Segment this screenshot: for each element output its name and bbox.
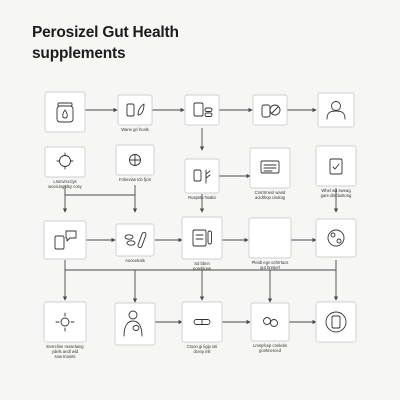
pill-bottle-capsules-icon [193,102,213,117]
cell-structure-icon [129,154,141,166]
bottle-and-leaf-icon [126,103,145,117]
node-box [315,218,357,258]
node-r2c2: Fohevias tcb fjcis [115,144,155,182]
bottle-with-leaf-icon [261,104,281,118]
jar-with-speech-bubble-icon [54,230,77,250]
node-label: Fohevias tcb fjcis [119,177,151,182]
person-with-stomach-icon [123,310,143,337]
protected-bottle-icon [325,311,347,333]
supplement-bottle-drop-icon [56,102,74,123]
node-label: Ruspsto hsalto [188,195,216,200]
digestive-cycle-icon [327,229,345,247]
gut-bacteria-icon [56,152,74,170]
node-r4c5 [315,301,357,343]
node-box [248,217,292,259]
node-box [181,216,223,260]
node-r1c1 [44,91,86,133]
node-r1c3 [184,94,220,126]
node-r1c2: Wane gri hcals [117,94,153,132]
capsules-and-tube-icon [124,231,147,249]
body-links-icon [263,317,278,327]
node-box [317,92,355,128]
node-box [44,91,86,133]
node-box [184,158,220,194]
connector-line [64,260,337,271]
node-r1c5 [317,92,355,128]
node-r1c4 [252,94,288,126]
node-box [114,302,156,346]
node-box [115,223,155,257]
sun-rays-icon [55,312,75,332]
clipboard-check-icon [329,158,343,175]
node-box [43,301,87,343]
node-box [315,145,357,187]
node-r3c2: Aoocetrals [115,223,155,263]
node-r3c5 [315,218,357,258]
connectors [62,107,339,325]
node-r2c3: Ruspsto hsalto [184,158,220,200]
page-title: Perosizel Gut Health supplements [32,22,179,64]
person-bust-icon [326,101,346,120]
node-r3c1 [43,220,87,260]
node-box [117,94,153,126]
pill-capsule-icon [193,319,211,325]
node-box [184,94,220,126]
node-box [43,220,87,260]
node-label: Aoocetrals [125,258,145,263]
node-r4c2 [114,302,156,346]
title-line-1: Perosizel Gut Health [32,24,179,41]
checklist-card-icon [260,160,280,174]
node-box [44,146,86,178]
node-label: Wane gri hcals [121,127,149,132]
node-box [315,301,357,343]
title-line-2: supplements [32,45,126,62]
clipboard-test-tube-icon [192,229,212,247]
bottle-and-branch-icon [193,169,211,184]
